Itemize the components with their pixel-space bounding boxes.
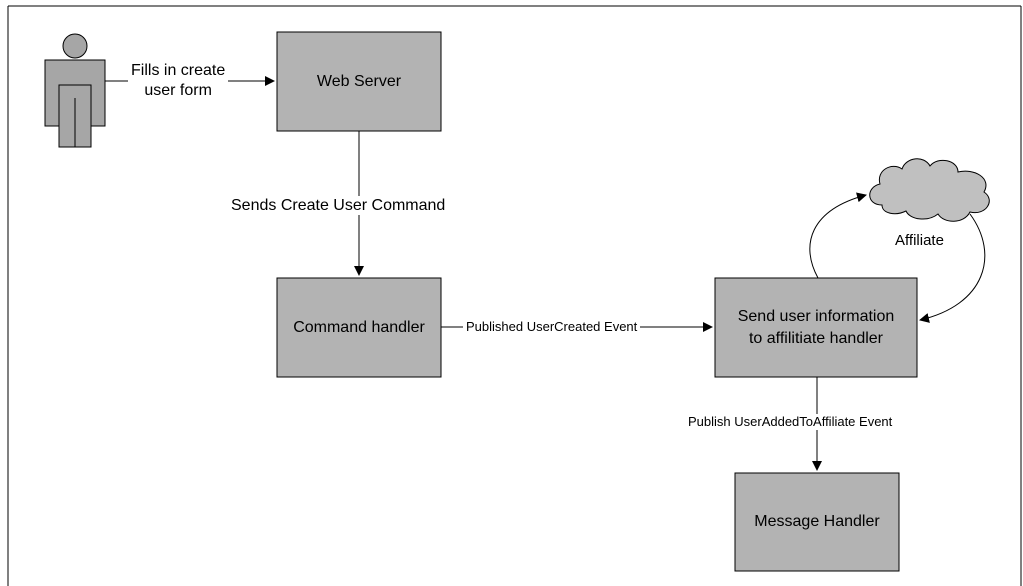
affiliate-label: Affiliate [895, 232, 944, 249]
affiliate-cloud-icon [869, 158, 990, 222]
command-handler-box [276, 277, 442, 378]
edge-affiliate-to-cloud [809, 192, 867, 279]
message-handler-box [734, 472, 900, 572]
edge-label-usercreated: Published UserCreated Event [463, 319, 641, 335]
affiliate-handler-label: Send user information to affilitiate han… [737, 307, 895, 347]
command-handler-label: Command handler [293, 318, 425, 336]
edge-label-useraddedtoaffiliate: Publish UserAddedToAffiliate Event [685, 414, 896, 430]
message-handler-label: Message Handler [754, 513, 880, 531]
affiliate-handler-box [714, 277, 918, 378]
edge-cloud-to-affiliate [919, 213, 986, 323]
user-person-icon [44, 33, 106, 148]
edge-label-fills-form: Fills in create user form [128, 61, 229, 101]
web-server-label: Web Server [316, 72, 402, 90]
edge-label-sends-command: Sends Create User Command [228, 196, 449, 216]
